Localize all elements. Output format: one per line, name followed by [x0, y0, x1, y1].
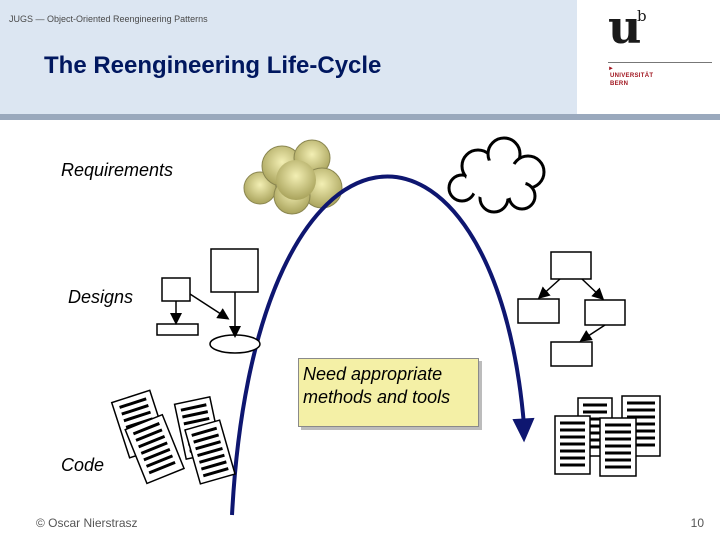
logo-arrow-icon: ► — [608, 66, 614, 72]
page-number: 10 — [690, 516, 704, 530]
code-documents-left — [110, 389, 236, 485]
logo-rule — [608, 62, 712, 63]
logo-university-text: UNIVERSITÄT — [610, 73, 654, 79]
requirements-cloud-outline — [447, 136, 546, 214]
course-title: JUGS — Object-Oriented Reengineering Pat… — [9, 14, 208, 24]
university-logo-b: b — [637, 7, 647, 25]
lifecycle-arc — [230, 174, 535, 516]
methods-note: Need appropriate methods and tools — [298, 358, 479, 427]
note-line-1: Need appropriate — [303, 364, 443, 384]
university-logo-u: u — [608, 0, 642, 54]
code-documents-right — [554, 395, 661, 477]
logo-area — [577, 0, 720, 114]
note-line-2: methods and tools — [303, 387, 451, 407]
design-diagram-right — [517, 251, 626, 367]
header-divider — [0, 114, 720, 120]
requirements-label: Requirements — [61, 160, 174, 180]
code-label: Code — [61, 455, 105, 475]
requirements-cloud-filled — [243, 139, 343, 215]
logo-bern-text: BERN — [610, 81, 629, 87]
author-credit: © Oscar Nierstrasz — [36, 516, 138, 530]
designs-label: Designs — [68, 287, 134, 307]
design-diagram-left — [156, 248, 261, 354]
slide-title: The Reengineering Life-Cycle — [44, 52, 382, 79]
header-band — [0, 0, 577, 114]
